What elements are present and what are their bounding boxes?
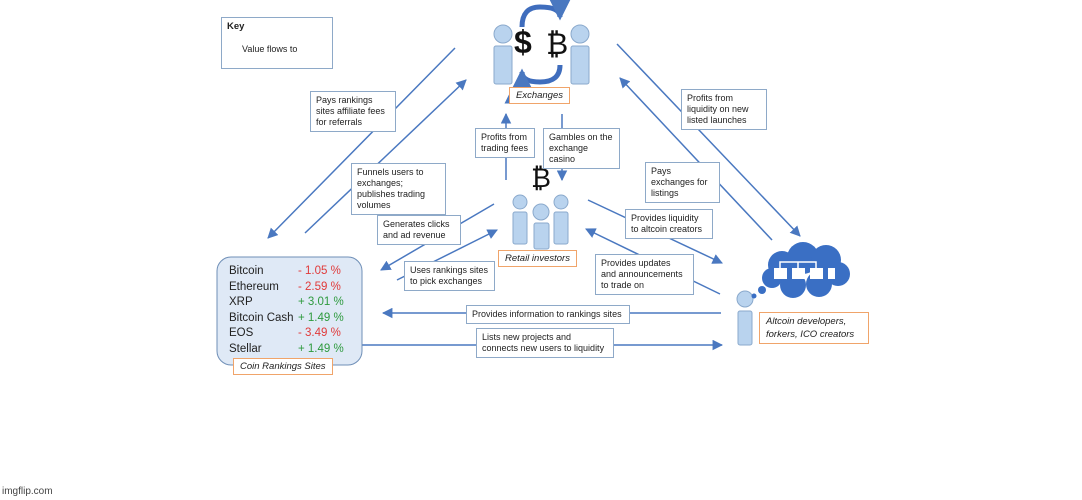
bitcoin-icon: ₿ (546, 28, 569, 61)
altcoin-creators-label: Altcoin developers, forkers, ICO creator… (759, 312, 869, 344)
flow-label-profits-trading: Profits from trading fees (475, 128, 535, 158)
dollar-icon: $ (514, 24, 532, 60)
altcoin-developer-figure (736, 290, 754, 346)
arrow-altcoin-to-exchanges (619, 77, 773, 241)
coin-change: - 1.05 % (298, 265, 341, 277)
arrow-exchanges-to-rankings (267, 47, 456, 239)
coin-name: XRP (229, 296, 253, 308)
flow-label-funnels: Funnels users to exchanges; publishes tr… (351, 163, 446, 215)
key-label: Value flows to (242, 44, 298, 54)
key-title: Key (227, 21, 245, 32)
coin-change: - 3.49 % (298, 327, 341, 339)
flow-label-uses-rankings: Uses rankings sites to pick exchanges (404, 261, 495, 291)
coin-rankings-label: Coin Rankings Sites (233, 358, 333, 375)
flow-label-provides-liquidity: Provides liquidity to altcoin creators (625, 209, 713, 239)
flow-label-pays-affiliate: Pays rankings sites affiliate fees for r… (310, 91, 396, 132)
exchange-cycle-arrow-bottom (504, 64, 563, 104)
flow-label-generates-clicks: Generates clicks and ad revenue (377, 215, 461, 245)
watermark: imgflip.com (2, 486, 53, 497)
arrow-exchanges-to-altcoin (616, 43, 801, 237)
coin-name: Bitcoin (229, 265, 264, 277)
retail-bitcoin-icon: ₿ (531, 163, 551, 193)
retail-figure-right (553, 194, 569, 245)
coin-name: EOS (229, 327, 254, 339)
retail-investors-label: Retail investors (498, 250, 577, 267)
flow-label-pays-listings: Pays exchanges for listings (645, 162, 720, 203)
exchange-figure-right (570, 24, 590, 85)
coin-name: Ethereum (229, 280, 279, 293)
flow-label-provides-updates: Provides updates and announcements to tr… (595, 254, 694, 295)
exchanges-label: Exchanges (509, 87, 571, 104)
arrow-rankings-to-exchanges (304, 79, 467, 234)
flow-label-profits-launches: Profits from liquidity on new listed lau… (681, 89, 767, 130)
flow-label-provides-info: Provides information to rankings sites (466, 305, 630, 324)
exchange-cycle-arrow-top (519, 0, 578, 28)
coin-name: Bitcoin Cash (229, 311, 294, 324)
coin-change: + 3.01 % (298, 296, 344, 308)
coin-change: + 1.49 % (298, 311, 344, 324)
coin-change: - 2.59 % (298, 280, 341, 293)
thought-cloud-icon (751, 242, 850, 299)
flow-label-gambles: Gambles on the exchange casino (543, 128, 620, 169)
flow-label-lists-projects: Lists new projects and connects new user… (476, 328, 614, 358)
exchange-figure-left (493, 24, 513, 85)
retail-figure-left (512, 194, 528, 245)
coin-change: + 1.49 % (298, 342, 344, 355)
retail-figure-center (532, 203, 550, 250)
coin-name: Stellar (229, 342, 262, 355)
key-box: Key Value flows to (221, 17, 333, 69)
